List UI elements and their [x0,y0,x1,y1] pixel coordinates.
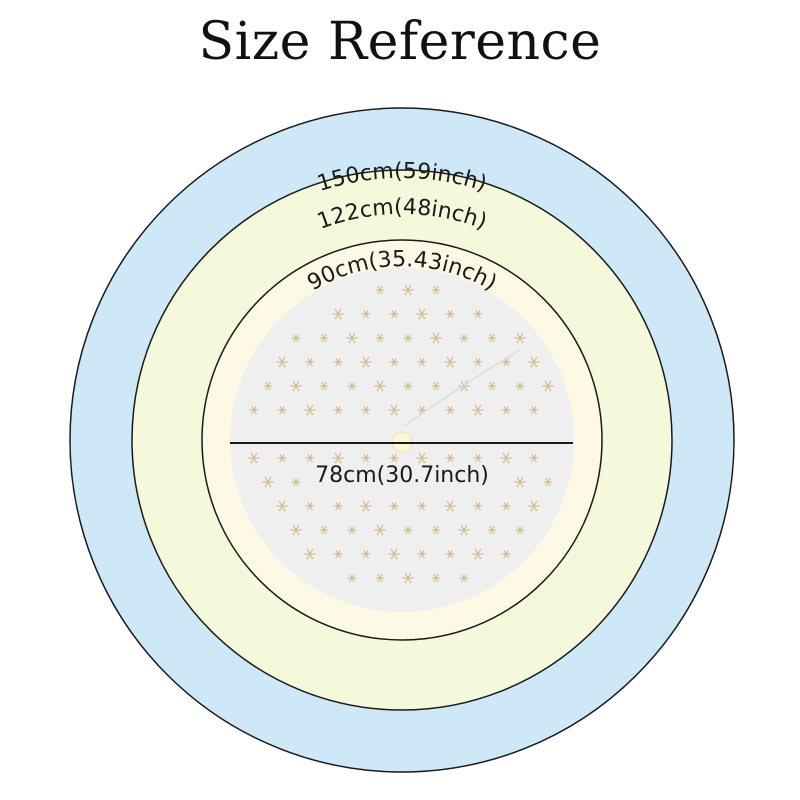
snowflake-icon [514,476,526,488]
snowflake-icon [487,333,497,343]
snowflake-icon [403,333,413,343]
snowflake-icon [333,501,343,511]
snowflake-icon [501,405,511,415]
snowflake-icon [472,548,484,560]
snowflake-icon [361,453,371,463]
snowflake-icon [248,452,260,464]
page-title: Size Reference [198,12,602,72]
snowflake-icon [388,404,400,416]
snowflake-icon [375,573,385,583]
snowflake-icon [304,548,316,560]
snowflake-icon [417,357,427,367]
snowflake-icon [389,309,399,319]
snowflake-icon [319,381,329,391]
snowflake-icon [332,308,344,320]
snowflake-icon [445,405,455,415]
snowflake-icon [319,333,329,343]
snowflake-icon [542,380,554,392]
snowflake-icon [277,453,287,463]
snowflake-icon [360,500,372,512]
snowflake-icon [514,332,526,344]
snowflake-icon [291,333,301,343]
snowflake-icon [431,381,441,391]
snowflake-icon [473,357,483,367]
snowflake-icon [305,357,315,367]
snowflake-icon [276,356,288,368]
snowflake-icon [459,573,469,583]
snowflake-icon [333,549,343,559]
snowflake-icon [472,404,484,416]
snowflake-icon [501,501,511,511]
snowflake-icon [346,332,358,344]
snowflake-icon [388,548,400,560]
snowflake-icon [487,381,497,391]
snowflake-icon [402,572,414,584]
snowflake-icon [333,357,343,367]
snowflake-icon [290,380,302,392]
snowflake-icon [262,476,274,488]
snowflake-icon [515,381,525,391]
snowflake-icon [431,285,441,295]
snowflake-icon [529,405,539,415]
snowflake-icon [430,332,442,344]
snowflake-icon [445,549,455,559]
snowflake-icon [333,405,343,415]
snowflake-icon [347,525,357,535]
snowflake-icon [529,453,539,463]
snowflake-icon [402,284,414,296]
snowflake-icon [501,549,511,559]
snowflake-icon [305,453,315,463]
snowflake-icon [417,501,427,511]
snowflake-icon [319,525,329,535]
snowflake-icon [473,309,483,319]
snowflake-icon [543,477,553,487]
snowflake-icon [389,357,399,367]
snowflake-icon [528,356,540,368]
snowflake-icon [473,501,483,511]
snowflake-icon [431,573,441,583]
snowflake-icon [347,381,357,391]
snowflake-icon [487,525,497,535]
snowflake-icon [291,477,301,487]
snowflake-icon [445,309,455,319]
snowflake-icon [389,453,399,463]
snowflake-icon [500,452,512,464]
snowflake-icon [361,549,371,559]
snowflake-icon [361,405,371,415]
snowflake-icon [276,500,288,512]
snowflake-icon [458,524,470,536]
snowflake-icon [332,452,344,464]
snowflake-icon [290,524,302,536]
snowflake-icon [361,309,371,319]
snowflake-icon [417,549,427,559]
snowflake-icon [431,525,441,535]
snowflake-icon [389,501,399,511]
snowflake-icon [445,453,455,463]
snowflake-icon [375,333,385,343]
snowflake-icon [360,356,372,368]
snowflake-icon [249,405,259,415]
snowflake-icon [515,525,525,535]
snowflake-icon [403,525,413,535]
snowflake-icon [375,285,385,295]
snowflake-icon [528,500,540,512]
snowflake-icon [263,381,273,391]
snowflake-icon [444,500,456,512]
snowflake-icon [444,356,456,368]
snowflake-icon [459,333,469,343]
snowflake-icon [347,573,357,583]
snowflake-icon [305,501,315,511]
snowflake-icon [277,405,287,415]
snowflake-icon [374,380,386,392]
skirt-slit [403,349,521,427]
snowflake-icon [304,404,316,416]
snowflake-icon [374,524,386,536]
snowflake-icon [473,453,483,463]
snowflake-icon [416,452,428,464]
snowflake-icon [403,381,413,391]
diameter-label: 78cm(30.7inch) [315,463,489,488]
snowflake-icon [416,308,428,320]
